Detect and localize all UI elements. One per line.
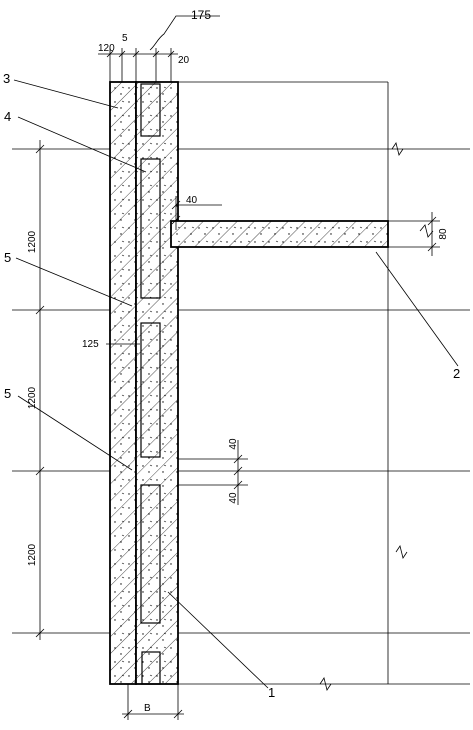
dim-bottom-width: B	[144, 703, 151, 714]
joint-dimensions	[178, 440, 248, 505]
dim-spacing-3: 1200	[27, 543, 38, 566]
dim-joint-upper: 40	[228, 438, 239, 450]
wall-outer-leaf	[109, 81, 137, 685]
slab-thickness-dimension	[388, 212, 440, 256]
dim-top-left-outer: 120	[98, 43, 115, 54]
left-dimension-chain	[35, 140, 45, 640]
dim-spacing-1: 1200	[27, 230, 38, 253]
dim-top-gap: 5	[122, 33, 128, 44]
dim-slab-thickness: 80	[438, 228, 449, 240]
dim-top-right: 20	[178, 55, 190, 66]
callout-1: 1	[268, 685, 275, 700]
dim-top-total: 175	[191, 8, 211, 22]
wall-inner-leaf	[135, 81, 179, 685]
floor-slab	[170, 220, 389, 248]
break-marks	[319, 142, 434, 691]
callout-3: 3	[3, 71, 10, 86]
dim-spacing-2: 1200	[27, 386, 38, 409]
callout-5-lower: 5	[4, 386, 11, 401]
top-dimension	[98, 15, 220, 82]
dim-side-width: 125	[82, 339, 99, 350]
callout-5-upper: 5	[4, 250, 11, 265]
callout-4: 4	[4, 109, 11, 124]
dim-slab-gap: 40	[186, 195, 198, 206]
insulation-blocks	[140, 83, 161, 685]
bottom-dimension	[122, 684, 184, 720]
dim-joint-lower: 40	[228, 492, 239, 504]
callout-2: 2	[453, 366, 460, 381]
slab-gap-dimension	[171, 196, 222, 230]
floor-lines	[12, 81, 470, 685]
leader-lines	[13, 79, 459, 689]
